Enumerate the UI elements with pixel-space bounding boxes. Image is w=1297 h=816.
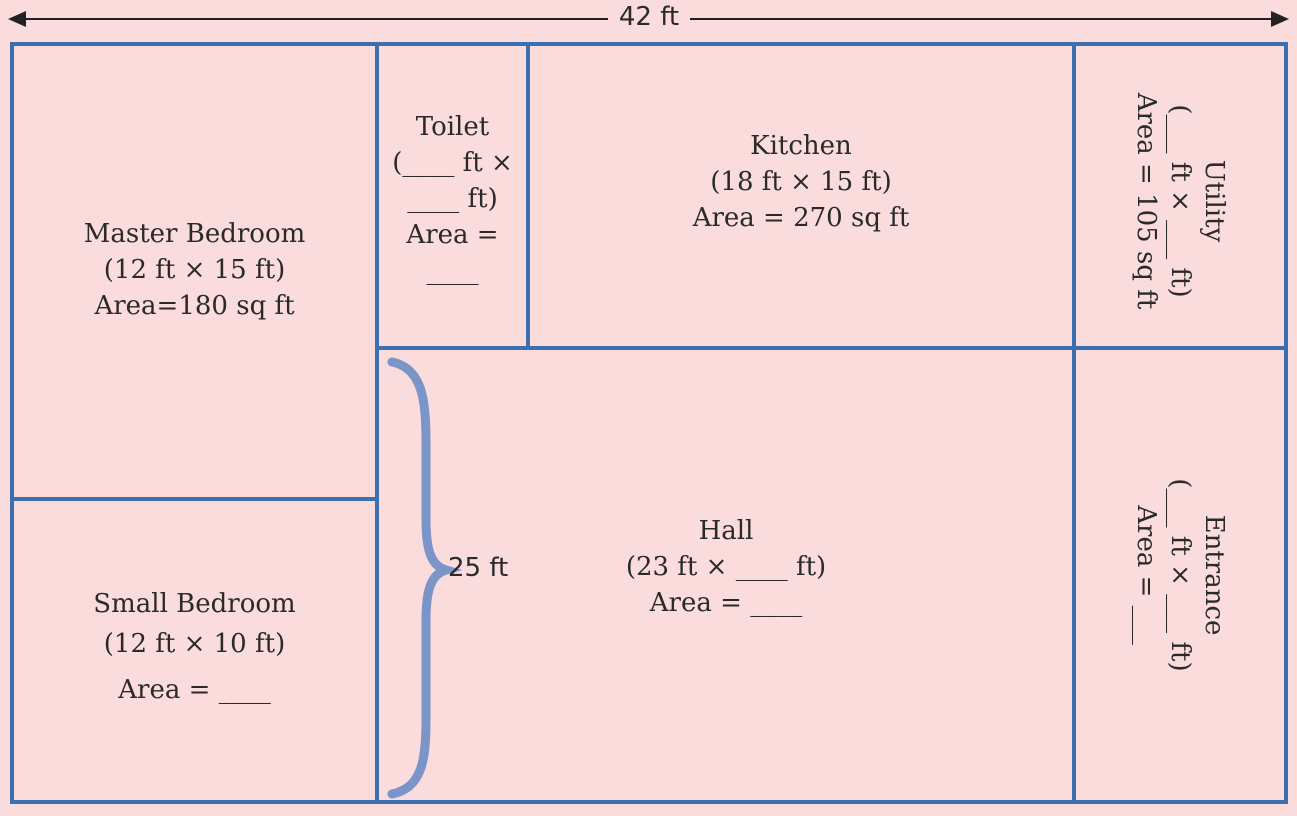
kitchen-size: (18 ft × 15 ft)	[710, 167, 892, 197]
small-bedroom: Small Bedroom (12 ft × 10 ft) Area = ___…	[14, 582, 375, 712]
master-bedroom-area: Area=180 sq ft	[94, 291, 295, 321]
kitchen: Kitchen (18 ft × 15 ft) Area = 270 sq ft	[530, 126, 1072, 238]
hall-name: Hall	[698, 516, 754, 546]
toilet: Toilet (____ ft × ____ ft) Area = ____	[379, 104, 526, 294]
entrance-name: Entrance	[1199, 514, 1229, 636]
utility-size: (___ ft × ___ ft)	[1165, 104, 1195, 298]
right-arrowhead-icon	[1271, 11, 1289, 27]
toilet-name: Toilet	[415, 112, 490, 142]
height-brace-icon	[387, 357, 463, 799]
utility: Utility (___ ft × ___ ft) Area = 105 sq …	[1125, 79, 1235, 323]
hall-size: (23 ft × ____ ft)	[625, 552, 827, 582]
entrance-size: (___ ft × ___ ft)	[1165, 478, 1195, 672]
utility-area: Area = 105 sq ft	[1131, 92, 1161, 310]
master-bedroom-name: Master Bedroom	[83, 219, 306, 249]
toilet-area-line1: Area =	[406, 220, 499, 250]
small-bedroom-area: Area = ____	[118, 675, 271, 705]
width-dimension-label: 42 ft	[608, 0, 690, 34]
toilet-size-line1: (____ ft ×	[392, 148, 513, 178]
hall: Hall (23 ft × ____ ft) Area = ____	[380, 512, 1072, 622]
utility-name: Utility	[1199, 159, 1229, 243]
height-dimension-label: 25 ft	[448, 553, 509, 583]
small-bedroom-size: (12 ft × 10 ft)	[103, 629, 286, 659]
master-bedroom-size: (12 ft × 15 ft)	[103, 255, 286, 285]
entrance-area: Area = ___	[1131, 505, 1161, 645]
kitchen-area: Area = 270 sq ft	[692, 203, 910, 233]
toilet-area-line2: ____	[426, 256, 479, 286]
entrance: Entrance (___ ft × ___ ft) Area = ___	[1125, 453, 1235, 697]
kitchen-name: Kitchen	[750, 131, 852, 161]
toilet-size-line2: ____ ft)	[407, 184, 498, 214]
outer-wall	[10, 42, 1288, 804]
master-bedroom: Master Bedroom (12 ft × 15 ft) Area=180 …	[14, 180, 375, 360]
left-arrowhead-icon	[8, 11, 26, 27]
small-bedroom-name: Small Bedroom	[93, 589, 296, 619]
hall-area: Area = ____	[649, 588, 803, 618]
